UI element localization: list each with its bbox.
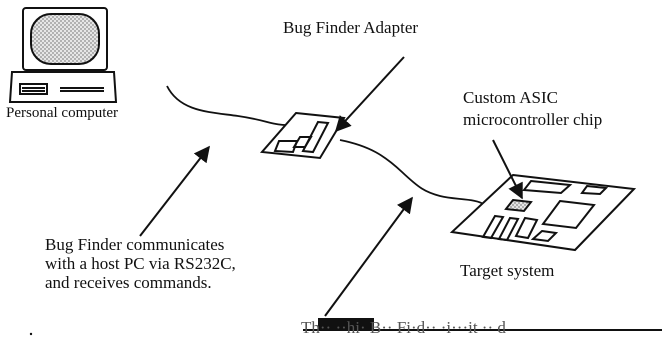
asic-label-line: microcontroller chip: [463, 110, 603, 129]
communication-note-line: Bug Finder communicates: [45, 235, 225, 254]
target-link-pointer-arrow: [324, 196, 413, 317]
personal-computer-icon: [8, 7, 118, 103]
pc-link-pointer-arrow: [139, 145, 210, 237]
personal-computer-label: Personal computer: [6, 105, 119, 121]
asic-label: Custom ASIC microcontroller chip: [463, 87, 602, 131]
asic-label-line: Custom ASIC: [463, 88, 558, 107]
bug-finder-adapter-board: [259, 111, 346, 160]
target-cable: [339, 139, 486, 206]
bottom-caption-fragment: Th·· ··hi· B·· Fi·d·· ·i···it ·· d: [301, 318, 506, 337]
serial-cable: [166, 85, 291, 126]
communication-note-line: and receives commands.: [45, 273, 212, 292]
adapter-label: Bug Finder Adapter: [283, 18, 419, 37]
target-system-label: Target system: [460, 261, 555, 280]
communication-note-line: with a host PC via RS232C,: [45, 254, 236, 273]
target-system-board: [449, 173, 637, 252]
communication-note: Bug Finder communicates with a host PC v…: [45, 235, 236, 292]
adapter-pointer-arrow: [334, 56, 405, 133]
scan-speck: [29, 332, 33, 336]
bottom-caption-smudge: [318, 318, 374, 329]
asic-pointer-arrow: [492, 139, 523, 200]
